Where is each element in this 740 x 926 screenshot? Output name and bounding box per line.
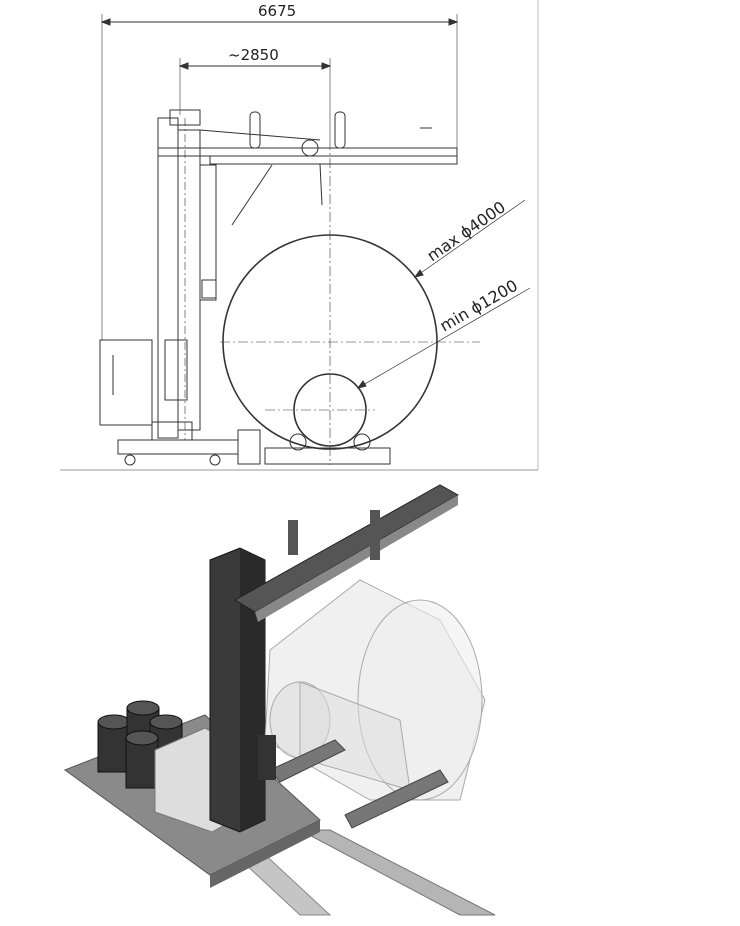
roller-bed bbox=[344, 769, 449, 829]
dimension-2850: ~2850 bbox=[228, 46, 279, 64]
dimension-column-to-center: ~2850 bbox=[178, 46, 332, 140]
boom-arm bbox=[157, 111, 458, 299]
control-cabinet bbox=[99, 339, 153, 426]
column bbox=[157, 109, 217, 440]
min-diameter-label: min ϕ1200 bbox=[437, 276, 521, 336]
render-3d-view bbox=[63, 484, 496, 916]
floor-rail bbox=[299, 829, 496, 916]
base-carriage bbox=[117, 421, 261, 466]
dimension-6675: 6675 bbox=[258, 2, 296, 20]
turning-rollers bbox=[264, 433, 391, 465]
roller-bed bbox=[269, 739, 346, 783]
technical-drawing-side-view: 6675 ~2850 bbox=[60, 0, 539, 471]
max-diameter-label: max ϕ4000 bbox=[423, 197, 509, 265]
diameter-leaders bbox=[356, 199, 531, 389]
dimension-overall-width: 6675 bbox=[100, 2, 459, 340]
